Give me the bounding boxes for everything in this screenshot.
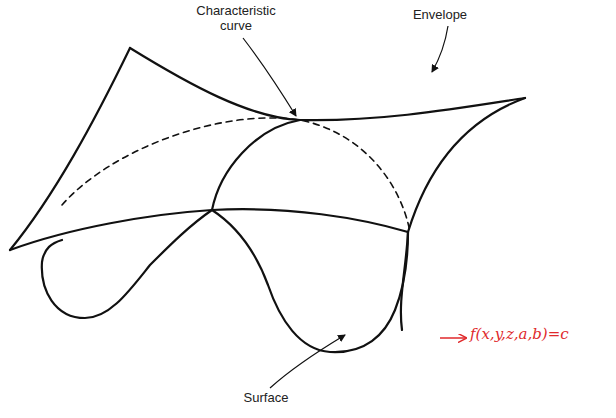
leader-line	[432, 26, 448, 72]
handwritten-note: f(x,y,z,a,b)=c	[470, 326, 612, 343]
curve-label: Characteristic curve	[196, 4, 276, 34]
surface-outline	[212, 210, 408, 352]
envelope-top-edge	[130, 48, 525, 120]
handwritten-arrow	[440, 337, 466, 339]
envelope-right-edge	[408, 98, 525, 232]
surface-outline	[401, 232, 408, 330]
characteristic-curve	[212, 120, 300, 210]
envelope-left-edge	[10, 48, 130, 250]
envelope-front-edge	[10, 209, 408, 250]
part-label: Surface	[236, 391, 296, 406]
part-label: Envelope	[405, 8, 475, 23]
leader-line	[270, 335, 345, 388]
leader-line	[243, 38, 296, 116]
surface-outline	[42, 210, 212, 318]
hidden-curve	[62, 118, 410, 232]
